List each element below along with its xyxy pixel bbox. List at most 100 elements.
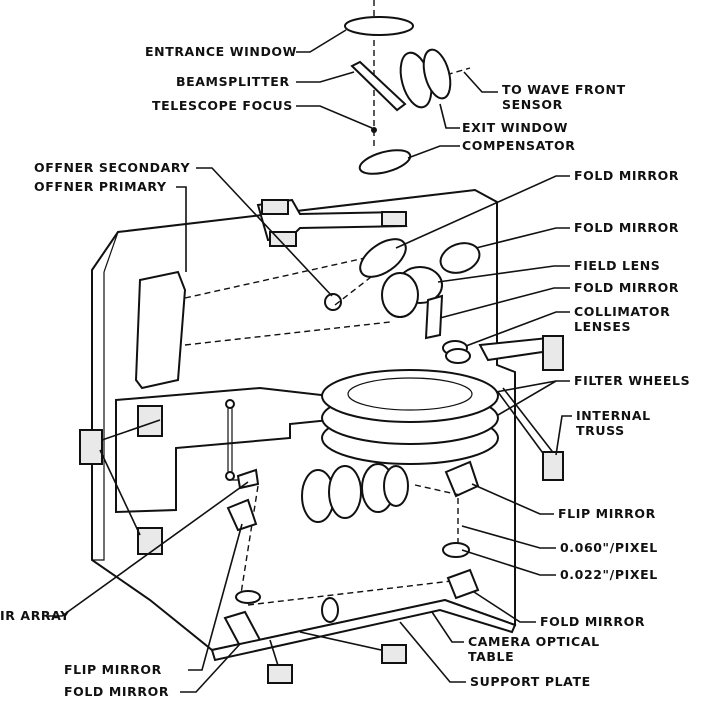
offner-primary-element (134, 270, 187, 390)
filter-wheel-ring (347, 377, 473, 411)
telescope-focus-point (371, 127, 377, 133)
flip-mirror-element-bottom (226, 498, 258, 532)
leader-compensator (407, 145, 460, 159)
truss-rod-2 (502, 387, 556, 456)
leader-pixel-060 (461, 525, 556, 549)
compensator-element (358, 149, 412, 175)
leader-exit-window (439, 103, 460, 129)
support-foot-1 (267, 664, 293, 684)
label-pixel-022: 0.022"/PIXEL (560, 567, 658, 582)
leader-beamsplitter (296, 71, 355, 83)
leader-collimator (465, 311, 570, 347)
label-beamsplitter: BEAMSPLITTER (176, 74, 290, 89)
label-wave-front-line2: SENSOR (502, 97, 563, 112)
support-plate-edge (210, 598, 517, 662)
label-internal-truss-line1: INTERNAL (576, 408, 651, 423)
label-fold-mirror-br: FOLD MIRROR (540, 614, 645, 629)
label-fold-mirror-bottom: FOLD MIRROR (64, 684, 169, 699)
label-entrance-window: ENTRANCE WINDOW (145, 44, 297, 59)
bracket-pad-3 (381, 211, 407, 227)
truss-rod (497, 391, 549, 461)
exit-window-lens-2 (422, 48, 452, 100)
label-exit-window: EXIT WINDOW (462, 120, 568, 135)
entrance-window-element (344, 16, 414, 36)
label-camera-table-line2: TABLE (468, 649, 514, 664)
left-strut-2 (101, 419, 161, 441)
left-strut (99, 449, 141, 536)
leader-fold-mirror-3 (439, 287, 570, 319)
label-filter-wheels: FILTER WHEELS (574, 373, 690, 388)
leader-filter-wheels-2 (497, 380, 557, 416)
label-flip-mirror-right: FLIP MIRROR (558, 506, 656, 521)
fold-mirror-element-br (446, 568, 480, 600)
bracket-pad-1 (261, 199, 289, 215)
leader-camera-table (431, 611, 464, 643)
label-fold-mirror-3: FOLD MIRROR (574, 280, 679, 295)
label-collimator-line1: COLLIMATOR (574, 304, 670, 319)
support-leg-2 (299, 631, 391, 653)
leader-support-plate (399, 621, 466, 683)
ir-rod-cap (225, 399, 235, 409)
leader-fold-mirror-1 (395, 175, 570, 249)
wavefront-beam (417, 67, 471, 84)
fold-mirror-element-2 (439, 242, 481, 274)
leader-field-lens (437, 265, 570, 283)
beam-line-2 (184, 321, 391, 346)
label-fold-mirror-2: FOLD MIRROR (574, 220, 679, 235)
housing-edge-top (103, 231, 119, 273)
bracket-pad-2 (269, 231, 297, 247)
collimator-lens-2 (445, 348, 471, 364)
label-field-lens: FIELD LENS (574, 258, 660, 273)
leader-wave-front (463, 71, 498, 93)
label-ir-array: IR ARRAY (0, 608, 70, 623)
label-offner-primary: OFFNER PRIMARY (34, 179, 167, 194)
camera-lens-4 (383, 465, 409, 507)
beam-line-bottom (247, 579, 461, 606)
beam-line-1 (184, 257, 366, 299)
field-lens-element-2 (381, 272, 419, 318)
offner-secondary-element (324, 293, 342, 311)
label-offner-secondary: OFFNER SECONDARY (34, 160, 190, 175)
middle-shelf (115, 386, 331, 514)
label-internal-truss-line2: TRUSS (576, 423, 625, 438)
camera-lens-2 (328, 465, 362, 519)
fold-mirror-element-1 (359, 238, 407, 278)
leader-entrance-window (296, 29, 347, 53)
label-support-plate: SUPPORT PLATE (470, 674, 591, 689)
truss-pad-upper (542, 335, 564, 371)
pixel-lens-060 (442, 542, 470, 558)
label-pixel-060: 0.060"/PIXEL (560, 540, 658, 555)
bottom-lens (235, 590, 261, 604)
leader-fold-mirror-2 (475, 227, 570, 249)
label-compensator: COMPENSATOR (462, 138, 576, 153)
label-wave-front-line1: TO WAVE FRONT (502, 82, 626, 97)
ir-rod-cap-2 (225, 471, 235, 481)
housing-edge (92, 272, 105, 561)
truss-pad-lower (542, 451, 564, 481)
leader-telescope-focus (296, 105, 373, 129)
leader-fold-mirror-bottom (180, 643, 241, 693)
label-flip-mirror-bottom: FLIP MIRROR (64, 662, 162, 677)
left-pad-lower (137, 527, 163, 555)
leader-flip-mirror-bottom (188, 523, 243, 671)
bottom-lens-2 (321, 597, 339, 623)
leader-flip-mirror-right (471, 483, 554, 515)
leader-offner-primary (176, 186, 187, 272)
fold-mirror-element-3 (424, 294, 444, 340)
ir-array-element (236, 468, 260, 490)
label-fold-mirror-1: FOLD MIRROR (574, 168, 679, 183)
beam-line-flip (414, 484, 461, 496)
beamsplitter-element (350, 60, 407, 112)
left-pad-middle (79, 429, 103, 465)
leader-pixel-022 (461, 549, 556, 576)
label-collimator-line2: LENSES (574, 319, 631, 334)
label-telescope-focus: TELESCOPE FOCUS (152, 98, 293, 113)
leader-offner-secondary (196, 167, 333, 297)
label-camera-table-line1: CAMERA OPTICAL (468, 634, 600, 649)
leader-fold-mirror-br (473, 591, 536, 623)
leader-ir-array (48, 481, 249, 617)
leader-internal-truss (555, 415, 572, 456)
support-foot-2 (381, 644, 407, 664)
